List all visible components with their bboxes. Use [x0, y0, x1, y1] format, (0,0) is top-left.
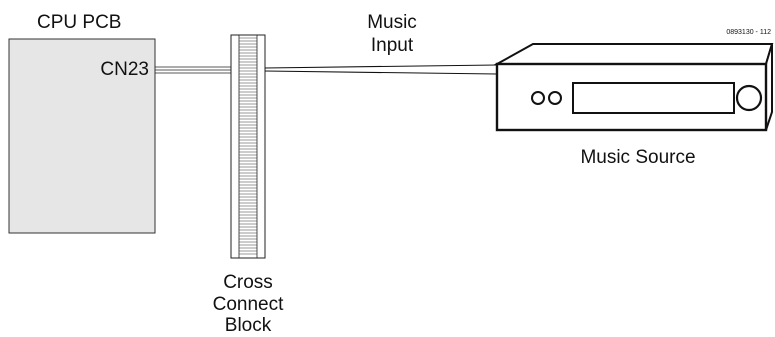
- cross-connect-label-line1: Cross: [223, 272, 273, 293]
- music-source-label: Music Source: [580, 147, 695, 168]
- cn23-label: CN23: [100, 59, 149, 80]
- cpu-pcb-board: [8, 38, 156, 234]
- cn23-cable: [155, 66, 231, 74]
- knob-left-icon: [531, 91, 545, 105]
- display-panel: [572, 82, 735, 114]
- volume-knob-icon: [735, 84, 763, 112]
- figure-code: 0893130 - 112: [726, 29, 771, 36]
- cross-connect-label-line2: Connect: [213, 294, 284, 315]
- music-input-label-line1: Music: [367, 12, 417, 33]
- cross-connect-label-line3: Block: [225, 315, 272, 336]
- cross-connect-block-body: [230, 34, 266, 259]
- cross-connect-block: Cross Connect Block: [213, 34, 284, 336]
- music-input-cable: Music Input: [264, 12, 498, 75]
- music-input-label-line2: Input: [371, 35, 414, 56]
- music-source-top: [493, 43, 774, 65]
- cross-connect-terminals: [239, 37, 257, 255]
- cpu-pcb-label: CPU PCB: [37, 12, 121, 33]
- knob-right-icon: [548, 91, 562, 105]
- music-source: 0893130 - 112 Music Source: [493, 29, 774, 168]
- cpu-pcb: CPU PCB CN23: [8, 12, 156, 234]
